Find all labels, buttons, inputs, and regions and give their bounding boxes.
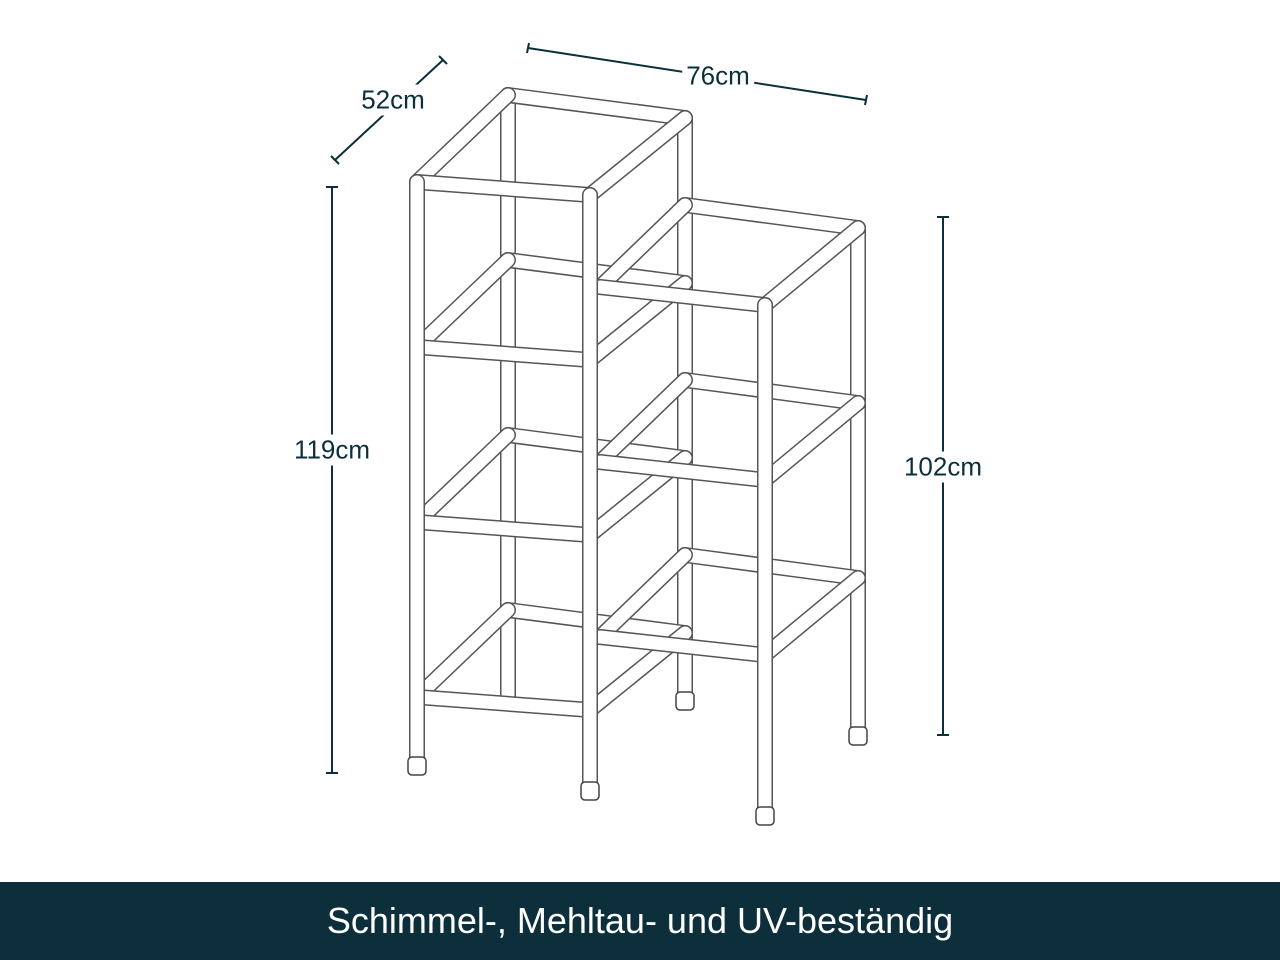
depth-label: 52cm: [357, 84, 429, 116]
pipe: [593, 280, 772, 312]
foot-cap: [755, 806, 775, 826]
pipe: [593, 548, 692, 644]
width-label: 76cm: [682, 60, 754, 92]
pipe: [593, 455, 772, 487]
pipe: [758, 221, 865, 312]
pipe: [678, 198, 865, 235]
pipe: [758, 396, 865, 487]
pipe: [501, 88, 692, 125]
pipe: [410, 253, 515, 354]
pipe: [410, 690, 597, 717]
foot-cap: [580, 781, 600, 801]
foot-cap: [407, 756, 427, 776]
feature-banner: Schimmel-, Mehltau- und UV-beständig: [0, 882, 1280, 960]
rack-frame: [407, 87, 868, 826]
pipe: [583, 111, 692, 202]
banner-text: Schimmel-, Mehltau- und UV-beständig: [326, 900, 954, 941]
pipe: [410, 428, 515, 529]
pipe: [593, 630, 772, 662]
pipe: [410, 340, 597, 367]
foot-cap: [848, 726, 868, 746]
pipe: [410, 88, 515, 189]
pipe: [758, 571, 865, 662]
pipe: [410, 515, 597, 542]
tall-height-label: 119cm: [289, 434, 375, 466]
foot-cap: [675, 691, 695, 711]
pipe: [410, 175, 597, 202]
pipe: [410, 603, 515, 704]
pipe: [593, 373, 692, 469]
short-height-label: 102cm: [899, 451, 987, 483]
pipe: [593, 198, 692, 294]
shoe-rack-drawing: [326, 42, 949, 826]
